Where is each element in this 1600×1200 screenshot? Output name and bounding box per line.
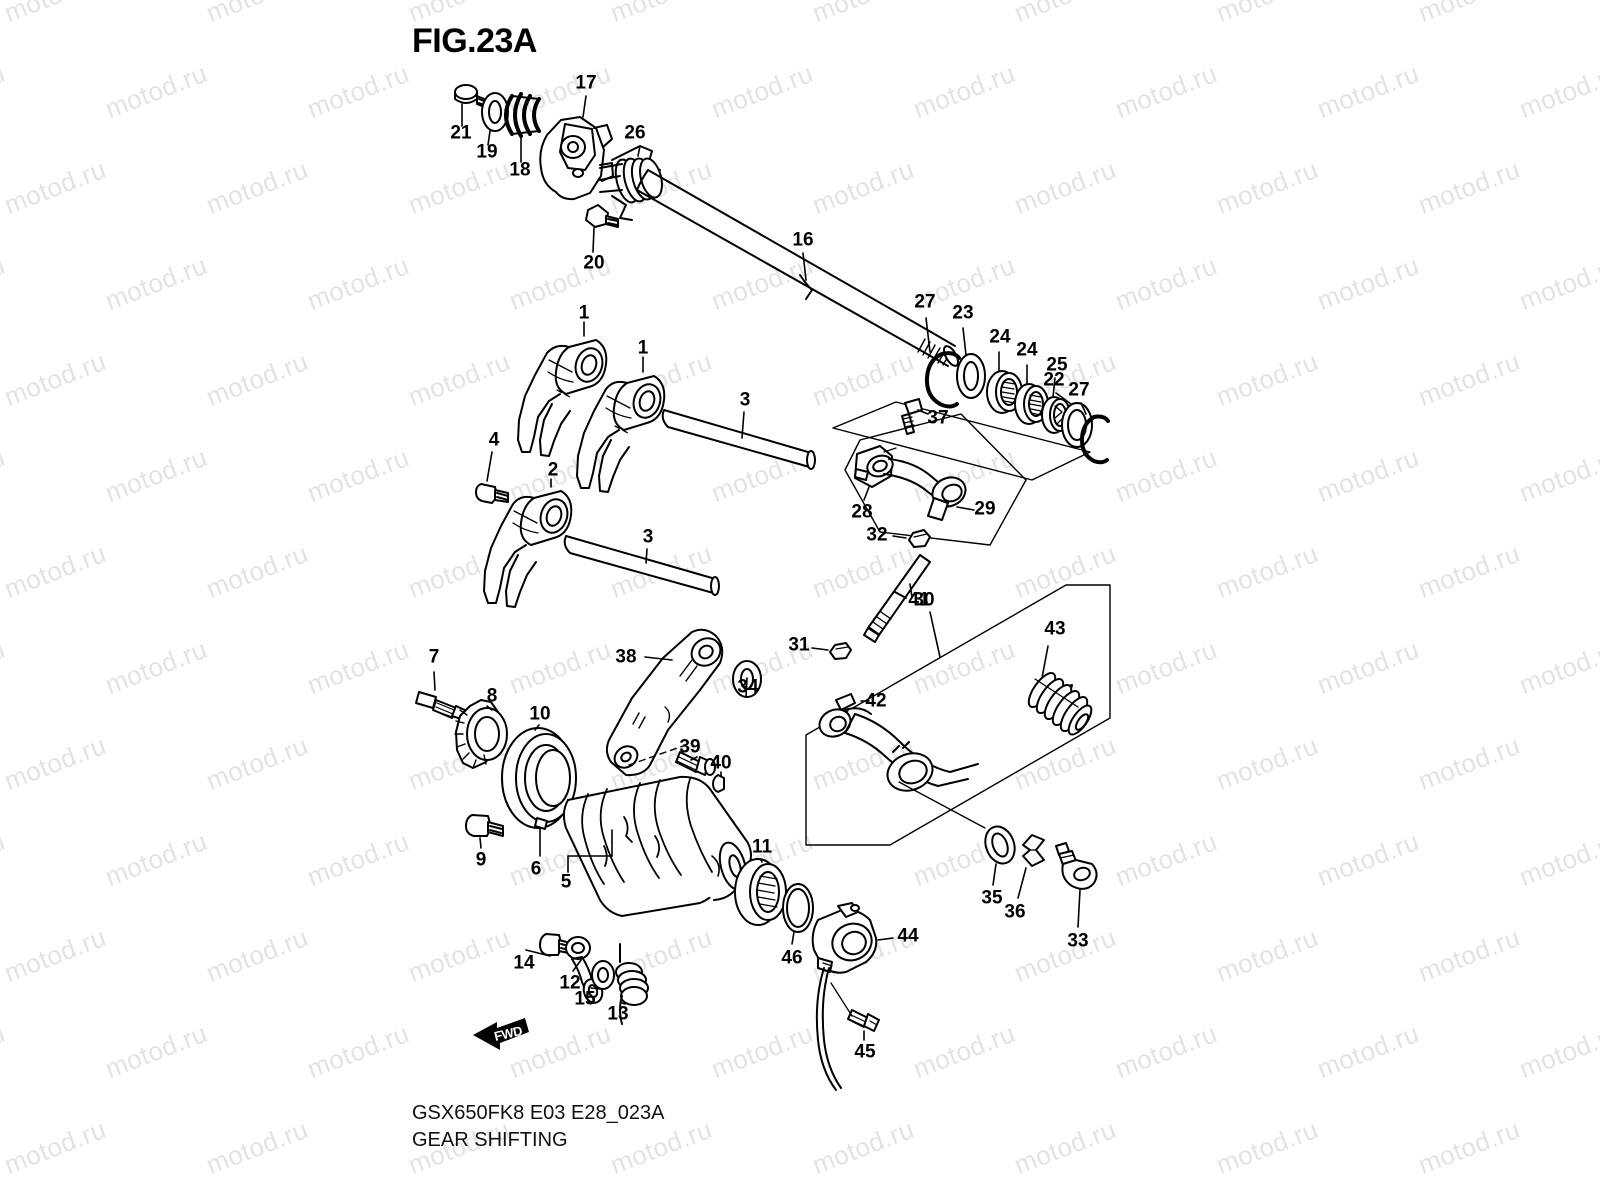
part-33-footrest-bolt <box>1055 842 1098 928</box>
fwd-direction-arrow <box>473 1018 529 1050</box>
part-42-pivot-bolt <box>835 693 870 711</box>
part-2-shift-fork <box>483 478 573 608</box>
part-1-shift-fork-a <box>517 321 608 457</box>
part-34-washer <box>732 660 762 698</box>
part-23-washer <box>956 327 986 399</box>
part-10-bearing <box>501 724 577 829</box>
part-3-fork-shaft-upper <box>661 409 816 470</box>
part-36-bushing <box>1017 834 1045 899</box>
part-27-circlip-left <box>924 317 961 409</box>
part-6-cam-pin <box>534 817 548 857</box>
part-43-lever-rubber <box>1027 645 1093 736</box>
lever-group-enclosure <box>805 584 1111 846</box>
part-8-cam-driven-plate <box>454 699 508 769</box>
part-27-circlip-right <box>1080 402 1110 465</box>
part-4-pin <box>475 451 509 504</box>
part-19-washer <box>481 92 509 146</box>
part-5-gearshift-cam <box>562 775 752 917</box>
shaft-group-enclosure <box>832 401 1091 481</box>
part-26-return-spring <box>599 145 663 221</box>
part-46-o-ring <box>782 883 814 945</box>
part-7-stopper-bolt <box>415 671 468 721</box>
part-44-gear-position-switch <box>811 902 894 1091</box>
part-15-washer <box>590 960 615 990</box>
part-32-nut <box>892 529 931 548</box>
part-35-washer <box>984 825 1016 886</box>
part-41-gearshift-lever <box>818 611 986 829</box>
part-24-needle-bearing-a <box>986 351 1023 414</box>
part-1-shift-fork-b <box>576 356 666 493</box>
part-31-nut <box>811 642 852 660</box>
part-16-gearshift-shaft <box>636 169 959 367</box>
part-3-fork-shaft-lower <box>563 535 720 596</box>
part-30-gearshift-rod <box>863 554 931 643</box>
part-11-needle-bearing <box>734 858 787 926</box>
part-20-stopper-pin <box>585 204 619 253</box>
part-37-bolt <box>901 398 929 435</box>
part-29-rod-end <box>883 458 975 521</box>
part-40-pin <box>712 771 725 793</box>
part-28-arm-joint <box>854 445 897 501</box>
part-38-driven-arm <box>605 628 724 777</box>
part-45-screw <box>830 982 880 1041</box>
part-39-bolt <box>675 751 716 776</box>
part-18-spring <box>504 92 541 163</box>
part-13-stopper-spring <box>615 943 649 1025</box>
arm-joint-enclosure <box>844 413 1027 546</box>
part-17-cam-plate <box>539 95 614 201</box>
part-9-bolt <box>465 814 504 849</box>
